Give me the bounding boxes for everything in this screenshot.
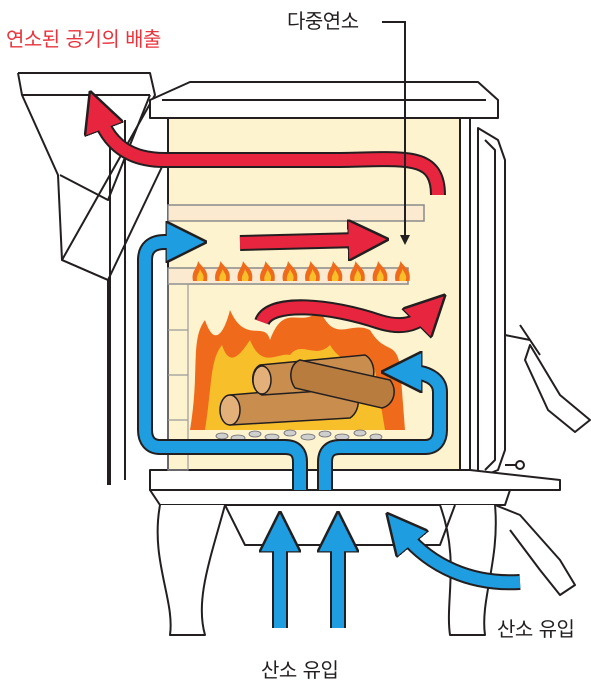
stove-door — [460, 118, 470, 478]
air-intake-right-label: 산소 유입 — [497, 619, 574, 639]
left-leg — [158, 505, 225, 635]
multi-combustion-label: 다중연소 — [287, 11, 359, 31]
door-handle — [505, 325, 590, 432]
upper-baffle — [168, 205, 424, 221]
stove-base — [150, 490, 510, 505]
exhaust-label: 연소된 공기의 배출 — [6, 29, 161, 49]
air-intake-bottom-label: 산소 유입 — [261, 660, 338, 680]
ash-lip — [150, 470, 560, 490]
